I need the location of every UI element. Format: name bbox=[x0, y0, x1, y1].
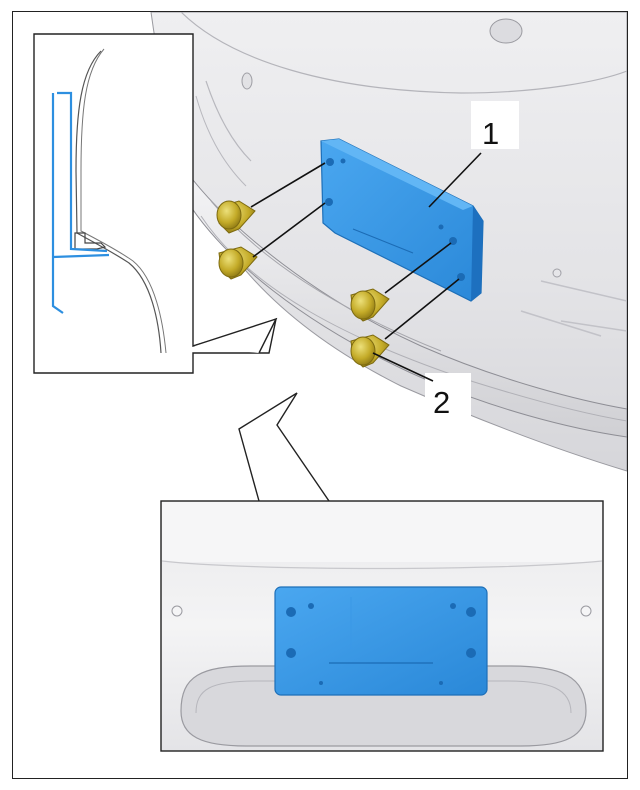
screw-icon bbox=[350, 334, 390, 368]
leader-lines bbox=[250, 162, 460, 340]
callout-2-label: 2 bbox=[433, 385, 450, 420]
license-plate-bracket-front bbox=[274, 586, 488, 696]
bracket-cross-section bbox=[51, 91, 110, 314]
screw-icon bbox=[218, 246, 258, 280]
license-plate-bracket bbox=[320, 138, 484, 302]
license-plate-bracket-diagram: 1 2 bbox=[33, 12, 627, 752]
screw-icon bbox=[216, 200, 256, 234]
diagram-frame: 1 2 bbox=[12, 11, 628, 779]
callout-1-label: 1 bbox=[482, 116, 499, 151]
screw-icon bbox=[350, 288, 390, 322]
callout-1: 1 bbox=[428, 101, 519, 208]
callout-2: 2 bbox=[372, 352, 471, 420]
cross-section-inset bbox=[33, 33, 278, 374]
front-view-inset bbox=[160, 392, 604, 752]
